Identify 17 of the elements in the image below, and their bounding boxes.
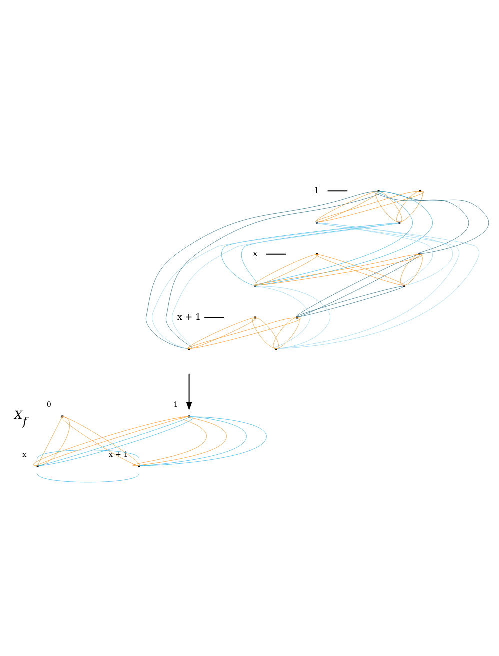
node-dot — [138, 466, 140, 468]
arrow — [186, 373, 192, 411]
node-dot — [254, 316, 257, 319]
connector — [37, 474, 140, 483]
node-dot — [275, 348, 278, 350]
node-text: 1 — [314, 186, 320, 196]
connector — [327, 190, 348, 192]
node-text: x — [252, 250, 258, 260]
connector — [37, 450, 140, 459]
node-text: x + 1 — [178, 312, 202, 323]
connector — [204, 317, 225, 318]
node-dot — [188, 416, 190, 418]
node-dot — [188, 348, 190, 350]
node-dot — [62, 416, 64, 418]
node-dot — [36, 466, 39, 468]
node-dot — [316, 254, 318, 256]
connector — [266, 254, 286, 255]
